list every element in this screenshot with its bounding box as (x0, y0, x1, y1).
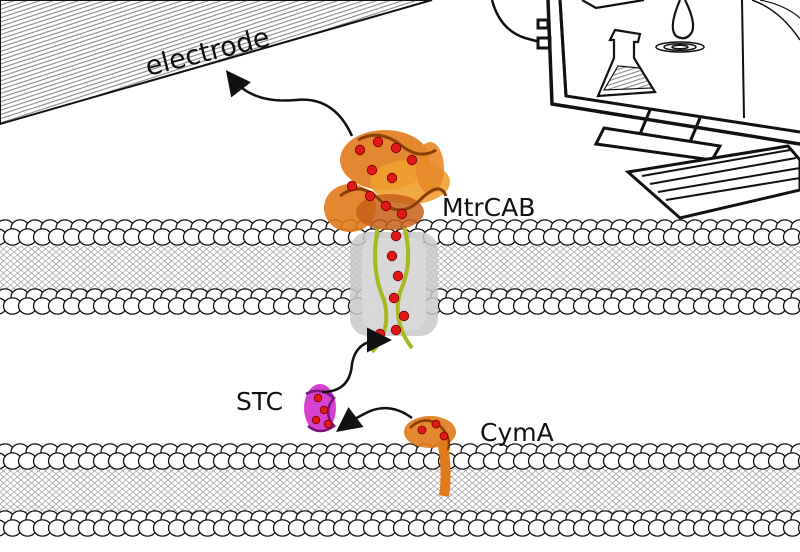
heme-sphere (431, 419, 441, 429)
heme-sphere (388, 292, 400, 304)
heme-sphere (346, 180, 358, 192)
heme-sphere (398, 310, 410, 322)
heme-sphere (372, 136, 384, 148)
heme-sphere (392, 270, 404, 282)
droplet-icon (671, 0, 695, 40)
heme-sphere (386, 172, 398, 184)
heme-sphere (396, 208, 408, 220)
heme-sphere (386, 250, 398, 262)
heme-sphere (390, 324, 402, 336)
stc-hemes (311, 393, 333, 429)
heme-sphere (417, 425, 427, 435)
heme-sphere (319, 405, 329, 415)
inner-membrane (0, 443, 800, 537)
electrode (0, 0, 433, 126)
arrow-mtrcab-to-electrode (225, 70, 354, 137)
heme-sphere (406, 154, 418, 166)
heme-sphere (313, 393, 323, 403)
mtrcab-protein (324, 130, 450, 232)
mtrcab-barrel (350, 225, 438, 354)
mtrcab-label: MtrCAB (442, 193, 535, 222)
heme-sphere (311, 415, 321, 425)
lipid-head (782, 228, 800, 246)
mtrcab-hemes (346, 136, 418, 340)
stc-label: STC (236, 387, 283, 416)
heme-sphere (390, 142, 402, 154)
computer-monitor-icon (490, 0, 800, 162)
keyboard-icon (624, 144, 800, 220)
arrow-stc-to-mtrcab (321, 327, 392, 394)
heme-sphere (390, 230, 402, 242)
heme-sphere (364, 190, 376, 202)
cyma-label: CymA (480, 418, 554, 447)
heme-sphere (439, 431, 449, 441)
heme-sphere (354, 144, 366, 156)
arrow-cyma-to-stc (335, 406, 413, 432)
lipid-head (782, 519, 800, 537)
heme-sphere (323, 419, 333, 429)
lipid-head (782, 297, 800, 315)
heme-sphere (366, 164, 378, 176)
ripple-icon (655, 41, 705, 53)
heme-sphere (380, 200, 392, 212)
cyma-hemes (417, 419, 449, 441)
tray-icon (581, 0, 645, 10)
heme-sphere (374, 328, 386, 340)
lipid-head (782, 452, 800, 470)
flask-icon (596, 28, 657, 98)
